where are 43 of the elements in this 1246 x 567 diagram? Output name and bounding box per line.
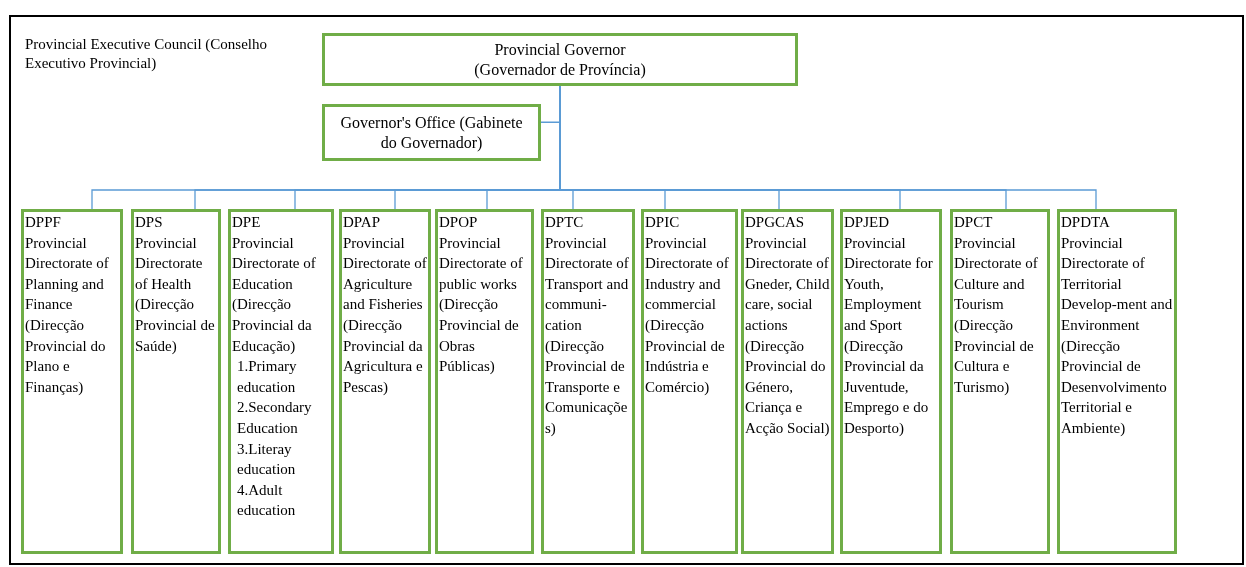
unit-abbreviation: DPAP xyxy=(343,213,381,232)
unit-name: Provincial Directorate of Industry and commercial (Direcção Provincial de Indústria e Comércio) xyxy=(645,233,730,397)
unit-abbreviation: DPCT xyxy=(954,213,994,232)
unit-abbreviation: DPOP xyxy=(439,213,479,232)
unit-abbreviation: DPJED xyxy=(844,213,890,232)
council-title: Provincial Executive Council (Conselho Executivo Provincial) xyxy=(25,35,269,73)
unit-abbreviation: DPPF xyxy=(25,213,62,232)
unit-name: Provincial Directorate of Territorial Develop-ment and Environment (Direcção Provincial de Desenvolvimento Territorial e Ambiente) xyxy=(1061,233,1173,438)
frame-border xyxy=(9,15,1244,565)
unit-name: Provincial Directorate for Youth, Employment and Sport (Direcção Provincial da Juventude, Emprego e do Desporto) xyxy=(844,233,934,438)
unit-name: Provincial Directorate of Education (Direcção Provincial da Educação) xyxy=(232,233,317,356)
org-box xyxy=(322,33,798,86)
org-box xyxy=(840,209,942,554)
org-box xyxy=(541,209,635,554)
list-item: 4.Adult education xyxy=(236,480,297,521)
unit-abbreviation: DPTC xyxy=(545,213,585,232)
unit-abbreviation: DPIC xyxy=(645,213,681,232)
org-box xyxy=(950,209,1050,554)
org-box xyxy=(339,209,431,554)
org-box xyxy=(228,209,334,554)
unit-name: Provincial Directorate of Agriculture and Fisheries (Direcção Provincial da Agricultura e Pescas) xyxy=(343,233,427,397)
unit-name: Provincial Directorate of Gneder, Child care, social actions (Direcção Provincial do Género, Criança e Acção Social) xyxy=(745,233,830,438)
org-box xyxy=(435,209,534,554)
unit-name: Provincial Directorate of public works (Direcção Provincial de Obras Públicas) xyxy=(439,233,524,377)
unit-name: Governor's Office (Gabinete do Governador) xyxy=(339,112,524,153)
org-box xyxy=(741,209,834,554)
unit-name: Provincial Directorate of Planning and Finance (Direcção Provincial do Plano e Finanças) xyxy=(25,233,110,397)
org-box xyxy=(21,209,123,554)
org-box xyxy=(131,209,221,554)
unit-abbreviation: DPGCAS xyxy=(745,213,806,232)
unit-name: Provincial Directorate of Health (Direcção Provincial de Saúde) xyxy=(135,233,216,356)
list-item: 2.Secondary Education xyxy=(236,398,313,438)
list-item: 1.Primary education xyxy=(236,357,298,397)
unit-name: Provincial Directorate of Culture and Tourism (Direcção Provincial de Cultura e Turismo) xyxy=(954,233,1039,397)
org-box xyxy=(322,104,541,161)
unit-name: Provincial Governor (Governador de Província) xyxy=(473,39,647,80)
unit-name: Provincial Directorate of Transport and communi-cation (Direcção Provincial de Transporte e Comunicações) xyxy=(545,233,630,438)
unit-abbreviation: DPE xyxy=(232,213,262,232)
unit-abbreviation: DPDTA xyxy=(1061,213,1111,232)
org-box xyxy=(641,209,738,554)
org-box xyxy=(1057,209,1177,554)
list-item: 3.Literay education xyxy=(236,439,297,480)
unit-abbreviation: DPS xyxy=(135,213,164,232)
